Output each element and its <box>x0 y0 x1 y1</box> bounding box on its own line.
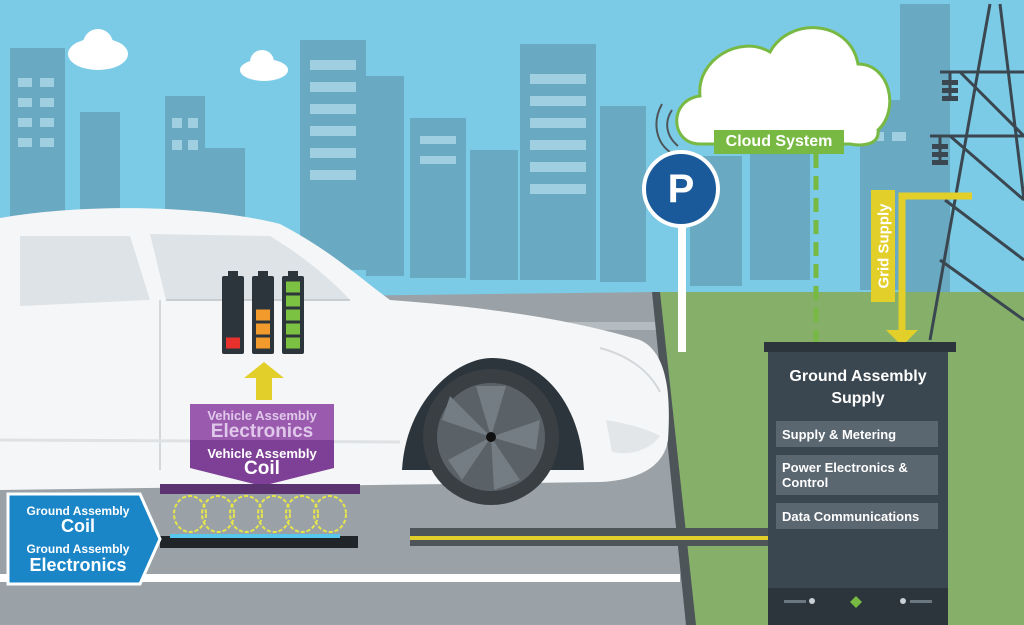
battery-icon <box>282 271 304 354</box>
supply-metering-item: Supply & Metering <box>776 421 938 447</box>
car-wheel <box>402 358 584 505</box>
battery-cell <box>256 323 270 335</box>
cloud-system-shape <box>655 26 892 153</box>
vehicle-coil-pad <box>160 484 360 494</box>
vehicle-coil-label-big: Coil <box>244 458 280 479</box>
small-cloud-left <box>68 29 128 70</box>
data-communications-item: Data Communications <box>776 503 938 529</box>
grid-supply-label: Grid Supply <box>872 190 896 302</box>
battery-cell <box>286 281 300 293</box>
battery-cell <box>286 323 300 335</box>
cloud-system-label: Cloud System <box>714 130 844 154</box>
insulator-icons <box>932 80 958 165</box>
wireless-field-rings <box>173 495 347 533</box>
ground-assembly-supply-title: Ground Assembly Supply <box>789 368 927 407</box>
parking-letter: P <box>667 167 695 211</box>
battery-cell <box>286 295 300 307</box>
vehicle-coil-label-small: Vehicle Assembly <box>207 446 317 461</box>
small-cloud-right <box>240 50 288 81</box>
grid-supply-line <box>898 192 972 332</box>
vehicle-to-battery-arrow <box>244 362 284 400</box>
building-windows <box>18 60 906 194</box>
battery-group <box>222 271 304 354</box>
ground-electronics-label-small: Ground Assembly <box>26 542 130 556</box>
grid-supply-text: Grid Supply <box>875 203 893 289</box>
ground-coil-pad <box>160 536 358 548</box>
battery-cell <box>286 337 300 349</box>
parking-sign-pole <box>678 218 686 352</box>
battery-icon <box>252 271 274 354</box>
battery-cell <box>286 309 300 321</box>
vehicle-electronics-label-big: Electronics <box>210 421 314 442</box>
battery-cell <box>256 309 270 321</box>
ground-coil-label-small: Ground Assembly <box>26 504 130 518</box>
power-tower-icon <box>928 3 1024 341</box>
ground-assembly-label-box <box>6 492 162 586</box>
ground-electronics-label-big: Electronics <box>29 555 127 575</box>
parking-sign <box>642 150 720 228</box>
battery-icon <box>222 271 244 354</box>
vehicle-assembly-electronics-box <box>190 404 334 440</box>
battery-cell <box>226 337 240 349</box>
grid-supply-arrow <box>886 330 918 346</box>
power-electronics-item: Power Electronics & Control <box>776 455 938 495</box>
ground-coil-label-big: Coil <box>61 516 95 536</box>
battery-cell <box>256 337 270 349</box>
vehicle-electronics-label-small: Vehicle Assembly <box>207 408 317 423</box>
vehicle-assembly-coil-box <box>190 440 334 486</box>
